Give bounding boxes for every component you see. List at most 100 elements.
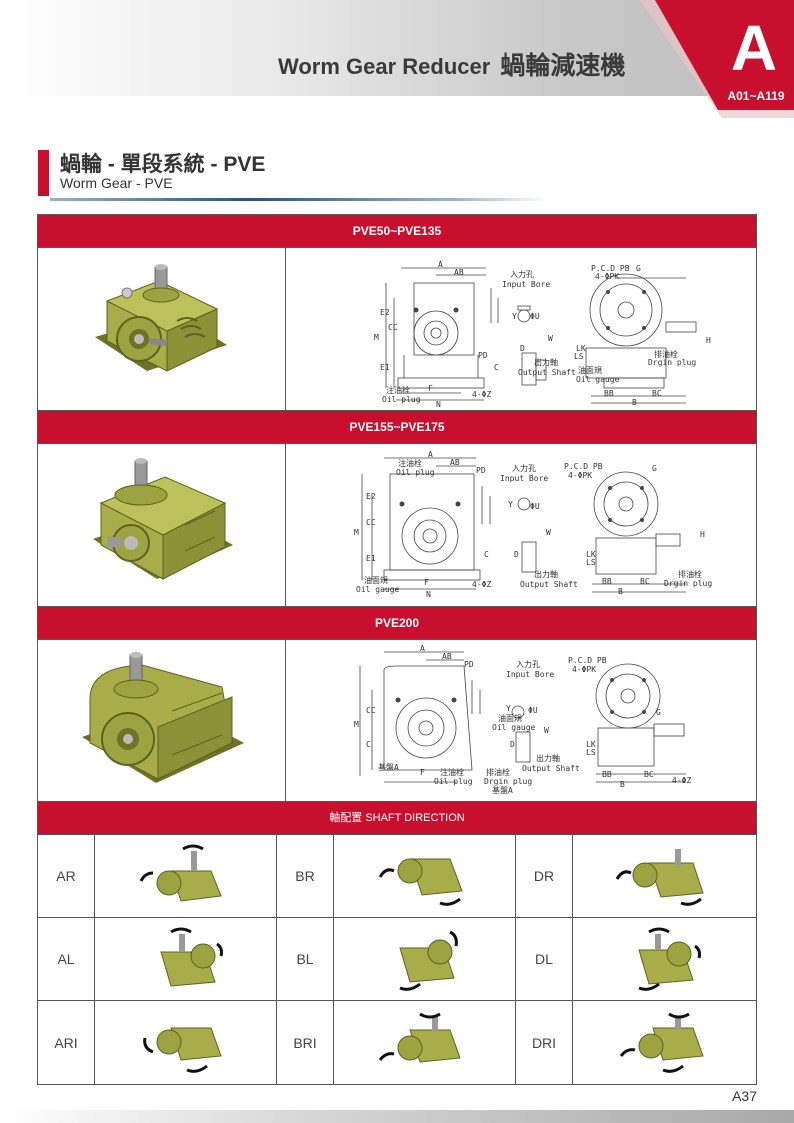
dim-u: ΦU: [530, 312, 540, 321]
oil-gauge-en: Oil gauge: [356, 585, 400, 594]
dim-c: C: [484, 550, 489, 559]
input-bore-en: Input Bore: [506, 670, 555, 679]
gear-reducer-image: [94, 264, 227, 372]
model-band-pve200: PVE200: [38, 607, 756, 640]
dim-h: H: [700, 530, 705, 539]
input-bore-en: Input Bore: [500, 474, 549, 483]
dim-g: G: [636, 264, 641, 273]
dim-e1: E1: [380, 363, 390, 372]
shaft-config-icon: [619, 1012, 704, 1073]
oil-gauge-zh: 油面規: [498, 714, 522, 723]
dim-w: W: [548, 334, 553, 343]
dim-m: M: [374, 333, 379, 342]
dim-pk: 4-ΦPK: [572, 665, 597, 674]
dim-pk: 4-ΦPK: [595, 272, 620, 281]
model-row-pve155: A AB PD 入力孔 Input Bore P.C.D PB 4-ΦPK G …: [38, 444, 756, 607]
dim-y: Y: [508, 500, 513, 509]
dim-e2: E2: [366, 492, 376, 501]
dim-bb: BB: [602, 577, 612, 586]
shaft-image-dl: [573, 918, 755, 1000]
dim-b: B: [620, 780, 625, 789]
oil-gauge-zh: 油面規: [578, 366, 602, 375]
dim-y: Y: [506, 704, 511, 713]
dim-lk: LK: [586, 740, 596, 749]
oil-plug-en: Oil plug: [382, 395, 421, 404]
dim-u: ΦU: [530, 502, 540, 511]
dim-bb: BB: [604, 389, 614, 398]
dim-b: B: [632, 398, 637, 407]
dim-pd: PD: [464, 660, 474, 669]
shaft-code-br: BR: [277, 835, 334, 917]
drain-plug-zh: 排油栓: [654, 350, 678, 359]
product-photo-pve200: [38, 640, 286, 803]
section-title-zh: 蝸輪 - 單段系統 - PVE: [60, 153, 266, 176]
dim-z: 4-ΦZ: [472, 390, 492, 399]
shaft-direction-table: 軸配置 SHAFT DIRECTION AR BR DR AL: [37, 801, 757, 1085]
dimension-drawing-pve155: A AB PD 入力孔 Input Bore P.C.D PB 4-ΦPK G …: [286, 444, 756, 606]
dim-m: M: [354, 720, 359, 729]
shaft-direction-band: 軸配置 SHAFT DIRECTION: [38, 802, 756, 835]
dim-d: D: [514, 550, 519, 559]
section-letter: A: [730, 12, 778, 84]
product-photo-pve155: [38, 444, 286, 606]
model-row-pve200: A AB PD 入力孔 Input Bore P.C.D PB 4-ΦPK G …: [38, 640, 756, 803]
dim-e2: E2: [380, 308, 390, 317]
header-title-en: Worm Gear Reducer: [278, 54, 491, 79]
base-a-label-2: 基盤A: [492, 786, 513, 795]
shaft-image-bl: [334, 918, 516, 1000]
dim-pcd: P.C.D PB: [564, 462, 603, 471]
shaft-config-icon: [139, 844, 222, 902]
dim-c: C: [366, 740, 371, 749]
dim-f: F: [424, 578, 429, 587]
dim-pcd: P.C.D PB: [568, 656, 607, 665]
technical-drawing: [385, 267, 697, 404]
dim-bc: BC: [652, 389, 662, 398]
dim-cc: CC: [388, 323, 398, 332]
shaft-image-ar: [95, 835, 277, 917]
dim-cc: CC: [366, 706, 376, 715]
shaft-code-dri: DRI: [516, 1001, 573, 1084]
shaft-image-ari: [95, 1001, 277, 1084]
gear-reducer-image: [92, 458, 233, 580]
model-row-pve50: A AB 入力孔 Input Bore P.C.D PB 4-ΦPK G E2 …: [38, 248, 756, 411]
dim-w: W: [544, 726, 549, 735]
shaft-code-ar: AR: [38, 835, 95, 917]
shaft-image-br: [334, 835, 516, 917]
product-photo-pve50: [38, 248, 286, 410]
shaft-config-icon: [159, 927, 223, 987]
dim-y: Y: [512, 312, 517, 321]
dim-bc: BC: [644, 770, 654, 779]
shaft-image-dri: [573, 1001, 755, 1084]
shaft-row-2: AL BL DL: [38, 918, 756, 1001]
output-shaft-zh: 出力軸: [534, 570, 558, 579]
dim-h: H: [706, 336, 711, 345]
dim-lk: LK: [576, 344, 586, 353]
dim-a: A: [420, 644, 425, 653]
dim-u: ΦU: [528, 706, 538, 715]
dim-ls: LS: [574, 352, 584, 361]
dim-a: A: [438, 260, 443, 269]
drain-plug-en: Drgin plug: [648, 358, 697, 367]
dim-ls: LS: [586, 558, 596, 567]
dim-c: C: [494, 363, 499, 372]
shaft-image-al: [95, 918, 277, 1000]
dim-e1: E1: [366, 554, 376, 563]
dim-ab: AB: [442, 652, 452, 661]
oil-plug-zh: 注油栓: [440, 768, 464, 777]
dimension-drawing-pve200: A AB PD 入力孔 Input Bore P.C.D PB 4-ΦPK G …: [286, 640, 756, 803]
output-shaft-en: Output Shaft: [520, 580, 578, 589]
section-tab-graphic: [640, 0, 794, 118]
drain-plug-zh: 排油栓: [486, 768, 510, 777]
oil-gauge-en: Oil gauge: [576, 375, 620, 384]
dim-ab: AB: [450, 458, 460, 467]
section-title-en: Worm Gear - PVE: [60, 175, 173, 191]
section-marker: [38, 150, 49, 196]
shaft-code-ari: ARI: [38, 1001, 95, 1084]
input-bore-zh: 入力孔: [510, 270, 534, 279]
footer-band: [0, 1110, 794, 1123]
dim-g: G: [652, 464, 657, 473]
oil-plug-en: Oil plug: [396, 468, 435, 477]
drain-plug-en: Drgin plug: [484, 777, 533, 786]
technical-drawing: [361, 457, 686, 593]
